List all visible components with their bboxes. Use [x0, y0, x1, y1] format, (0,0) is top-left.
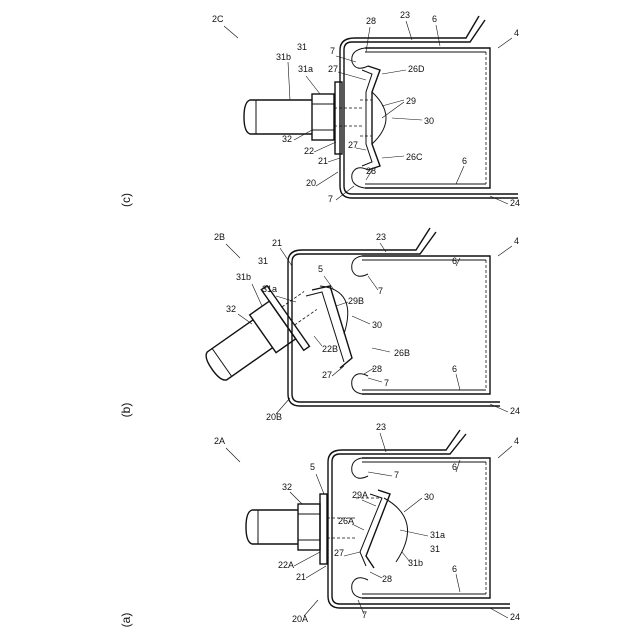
label-5-b: 5	[318, 264, 323, 274]
label-27-lower-c: 27	[348, 140, 358, 150]
label-31b-b: 31b	[236, 272, 251, 282]
washer-21-a	[320, 494, 327, 564]
channel-23-a	[332, 434, 510, 604]
figure-a-caption: (a)	[119, 613, 133, 628]
label-31a-b: 31a	[262, 284, 277, 294]
label-7-lower-b: 7	[384, 378, 389, 388]
label-30-a: 30	[424, 492, 434, 502]
figure-c: (c) 2C 23 6 4 28 31	[119, 10, 520, 208]
hook-28-upper-c	[352, 48, 368, 68]
label-28-upper-c: 28	[366, 16, 376, 26]
label-20-c: 20	[306, 178, 316, 188]
label-6-lower-b: 6	[452, 364, 457, 374]
label-6-upper-b: 6	[452, 256, 457, 266]
label-26C-c: 26C	[406, 152, 423, 162]
bolt-head-32-b	[250, 301, 296, 352]
label-7-upper-a: 7	[394, 470, 399, 480]
label-31b-c: 31b	[276, 52, 291, 62]
label-7-lower-c: 7	[328, 194, 333, 204]
label-7-upper-c: 7	[330, 46, 335, 56]
label-31b-a: 31b	[408, 558, 423, 568]
bolt-head-32-c	[312, 94, 334, 140]
label-31-c: 31	[297, 42, 307, 52]
label-29A-a: 29A	[352, 490, 368, 500]
figure-a-ref: 2A	[214, 436, 225, 446]
bolt-shaft-31-c	[244, 100, 312, 134]
label-26A-a: 26A	[338, 516, 354, 526]
label-28-b: 28	[372, 364, 382, 374]
label-22A-a: 22A	[278, 560, 294, 570]
label-30-b: 30	[372, 320, 382, 330]
label-31-a: 31	[430, 544, 440, 554]
label-24-a: 24	[510, 612, 520, 622]
label-32-a: 32	[282, 482, 292, 492]
label-28-a: 28	[382, 574, 392, 584]
label-29B-b: 29B	[348, 296, 364, 306]
label-22-c: 22	[304, 146, 314, 156]
label-5-a: 5	[310, 462, 315, 472]
label-7-upper-b: 7	[378, 286, 383, 296]
figure-a: (a) 2A 23 4 32 5 7 6	[119, 422, 520, 627]
bolt-shaft-31-a	[246, 510, 298, 544]
washer-b	[261, 286, 309, 351]
hook-lower-b	[352, 374, 368, 394]
figure-b: (b) 2B 21 23 4 31 31b	[119, 228, 520, 422]
dome-30-c	[372, 92, 386, 144]
figure-c-caption: (c)	[119, 193, 133, 207]
figure-b-caption: (b)	[119, 403, 133, 418]
figure-b-ref: 2B	[214, 232, 225, 242]
label-6-lower-a: 6	[452, 564, 457, 574]
dome-30-a	[384, 498, 408, 562]
label-21-c: 21	[318, 156, 328, 166]
label-21-a: 21	[296, 572, 306, 582]
label-27-upper-c: 27	[328, 64, 338, 74]
hook-upper-a	[352, 458, 368, 478]
label-28-lower-c: 28	[366, 166, 376, 176]
label-6-lower-c: 6	[462, 156, 467, 166]
label-22B-b: 22B	[322, 344, 338, 354]
washer-21-c	[335, 82, 342, 154]
label-31a-a: 31a	[430, 530, 445, 540]
label-26B-b: 26B	[394, 348, 410, 358]
label-27-a: 27	[334, 548, 344, 558]
figure-c-ref: 2C	[212, 14, 224, 24]
label-20B-b: 20B	[266, 412, 282, 422]
label-4-a: 4	[514, 436, 519, 446]
label-24-b: 24	[510, 406, 520, 416]
label-32-c: 32	[282, 134, 292, 144]
label-31-b: 31	[258, 256, 268, 266]
label-29-c: 29	[406, 96, 416, 106]
label-27-b: 27	[322, 370, 332, 380]
label-24-c: 24	[510, 198, 520, 208]
hook-lower-a	[352, 578, 368, 598]
bolt-shaft-31-b	[202, 320, 272, 383]
label-23-a: 23	[376, 422, 386, 432]
label-6-upper-c: 6	[432, 14, 437, 24]
label-20A-a: 20A	[292, 614, 308, 624]
label-31a-c: 31a	[298, 64, 313, 74]
label-4-b: 4	[514, 236, 519, 246]
label-21-b: 21	[272, 238, 282, 248]
label-23-c: 23	[400, 10, 410, 20]
label-32-b: 32	[226, 304, 236, 314]
dome-30-b	[320, 286, 348, 334]
label-26D-c: 26D	[408, 64, 425, 74]
bolt-head-32-a	[298, 504, 320, 550]
label-4-c: 4	[514, 28, 519, 38]
label-30-c: 30	[424, 116, 434, 126]
label-23-b: 23	[376, 232, 386, 242]
hook-upper-b	[352, 256, 368, 276]
